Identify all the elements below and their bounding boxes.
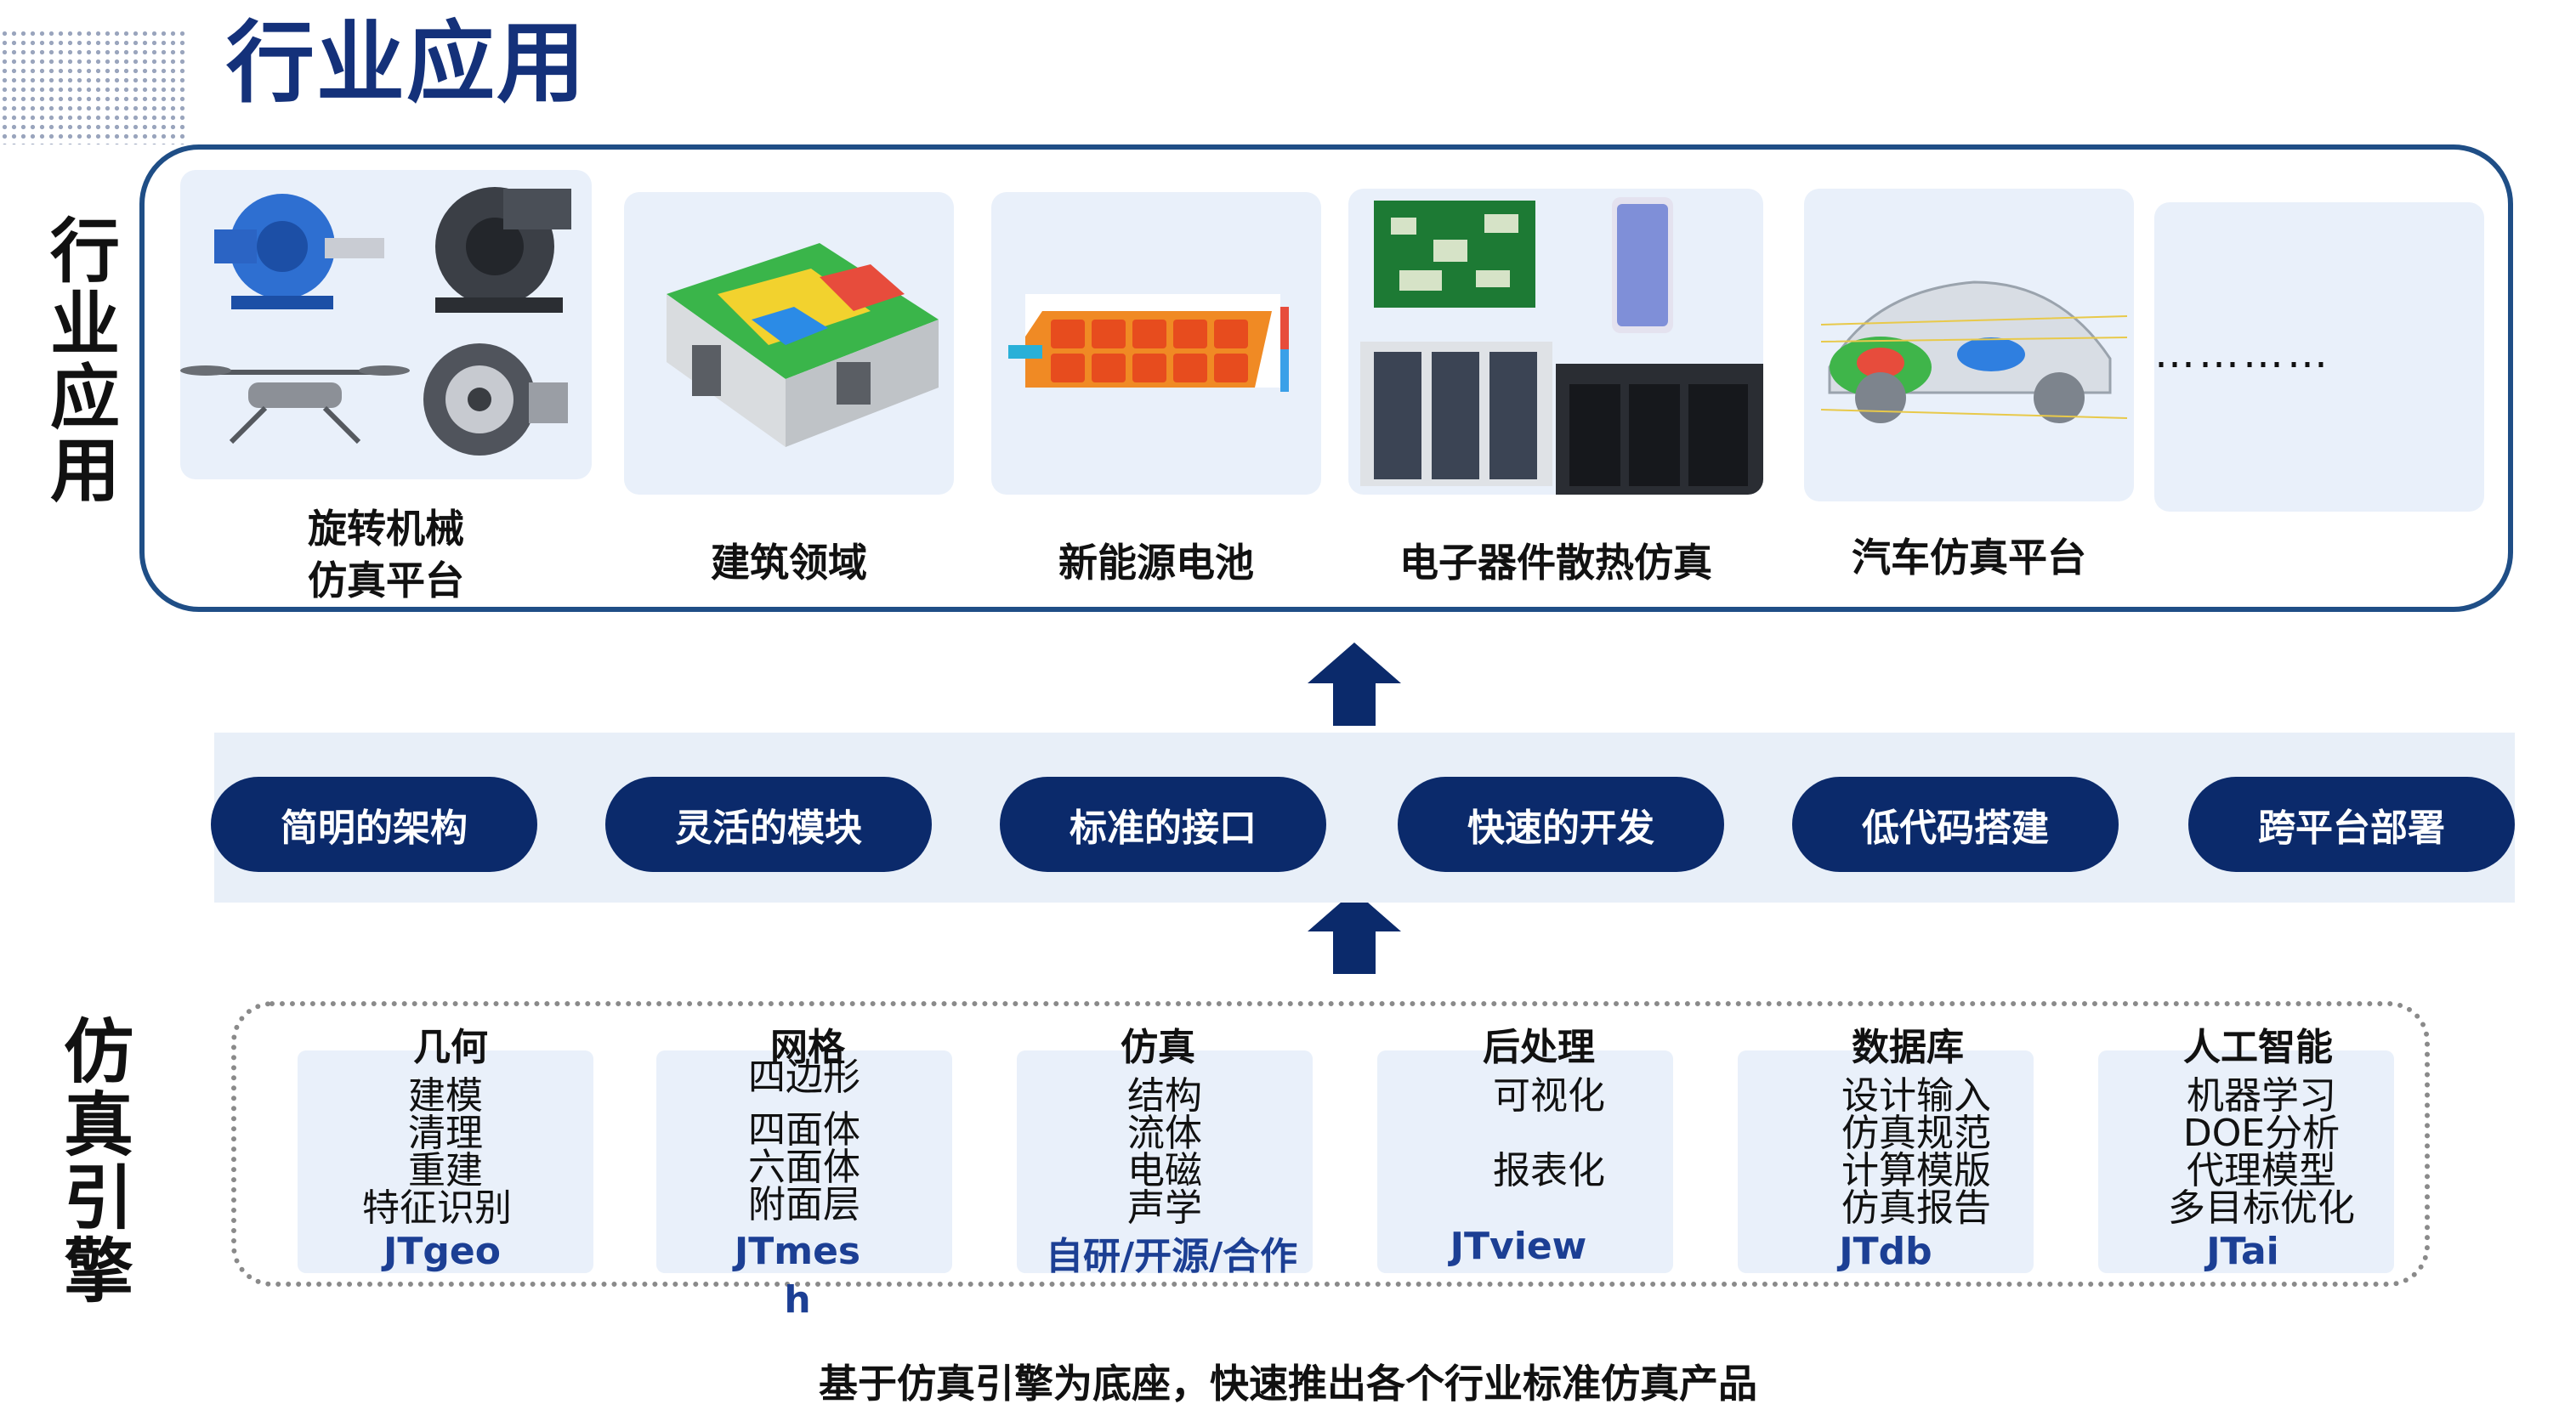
module-tile-postprocessing [1377, 1050, 1673, 1273]
module-product: JTmes h [670, 1227, 925, 1324]
module-title: 仿真 [1121, 1026, 1195, 1069]
module-item: 六面体 [748, 1146, 860, 1189]
module-items: 四边形 四面体 六面体 附面层 [656, 1059, 952, 1224]
rotating-machinery-image [180, 170, 592, 479]
module-item: 结构 [1127, 1074, 1202, 1118]
module-items: 建模 清理 重建 特征识别 [298, 1078, 593, 1227]
module-item: 机器学习 [2187, 1074, 2336, 1118]
module-product-line1: JTmes [734, 1230, 861, 1273]
module-item: 多目标优化 [2168, 1186, 2355, 1230]
app-label-battery: 新能源电池 [1058, 540, 1254, 586]
ellipsis-text: ………… [2154, 330, 2331, 377]
module-item: 代理模型 [2187, 1149, 2336, 1192]
module-title: 数据库 [1852, 1026, 1964, 1069]
feature-pill: 跨平台部署 [2188, 777, 2515, 872]
module-item: 流体 [1127, 1112, 1202, 1155]
blower-icon [435, 187, 571, 313]
module-product: JTai [2206, 1230, 2279, 1273]
module-items: 设计输入 仿真规范 计算模版 仿真报告 [1768, 1078, 2064, 1227]
side-label-engine: 仿真引擎 [63, 1012, 133, 1313]
module-item: 建模 [408, 1074, 483, 1118]
module-tile-database [1738, 1050, 2034, 1273]
module-tile-geometry [298, 1050, 593, 1273]
app-label-automotive: 汽车仿真平台 [1852, 535, 2086, 580]
app-label-rotating-machinery: 旋转机械 仿真平台 [180, 503, 592, 606]
automotive-image [1804, 189, 2134, 501]
module-item: 特征识别 [362, 1186, 512, 1230]
module-tile-mesh [656, 1050, 952, 1273]
architecture-image [624, 192, 954, 495]
module-item: 仿真报告 [1841, 1186, 1991, 1230]
feature-pill: 标准的接口 [1000, 777, 1326, 872]
electronics-cooling-image [1348, 189, 1763, 495]
module-product-line2: h [784, 1278, 811, 1322]
module-item: 清理 [408, 1112, 483, 1155]
module-product: 自研/开源/合作 [1046, 1235, 1298, 1278]
module-tile-simulation [1017, 1050, 1313, 1273]
module-item: 设计输入 [1841, 1074, 1991, 1118]
module-product: JTview [1450, 1225, 1587, 1268]
module-item: 四面体 [748, 1108, 860, 1152]
module-item: 重建 [408, 1149, 483, 1192]
module-product: JTdb [1839, 1230, 1932, 1273]
module-items: 机器学习 DOE分析 代理模型 多目标优化 [2114, 1078, 2409, 1227]
module-title: 人工智能 [2183, 1026, 2333, 1069]
side-label-industry: 行业应用 [49, 212, 120, 512]
up-arrow-icon [1308, 891, 1401, 974]
feature-pill: 简明的架构 [211, 777, 537, 872]
module-item: 声学 [1127, 1186, 1202, 1230]
module-title: 后处理 [1483, 1026, 1595, 1069]
battery-image [991, 192, 1321, 495]
module-item: 计算模版 [1841, 1149, 1991, 1192]
app-label-line2: 仿真平台 [308, 557, 464, 603]
features-band [214, 733, 2515, 903]
module-item: 可视化 [1493, 1074, 1605, 1118]
module-title: 几何 [413, 1026, 488, 1069]
app-label-electronics-cooling: 电子器件散热仿真 [1399, 540, 1712, 586]
app-label-architecture: 建筑领域 [711, 540, 867, 586]
drone-icon [180, 365, 410, 444]
module-tile-ai [2098, 1050, 2394, 1273]
compressor-icon [423, 343, 568, 456]
module-item: DOE分析 [2182, 1112, 2341, 1155]
module-item: 仿真规范 [1841, 1112, 1991, 1155]
app-label-line1: 旋转机械 [308, 506, 464, 552]
dot-grid-decoration [0, 29, 189, 144]
feature-pill: 快速的开发 [1398, 777, 1724, 872]
page-title: 行业应用 [226, 11, 587, 115]
up-arrow-icon [1308, 643, 1401, 726]
simulation-engine-frame [231, 1001, 2430, 1287]
pump-icon [214, 194, 384, 309]
footer-caption: 基于仿真引擎为底座，快速推出各个行业标准仿真产品 [819, 1361, 1757, 1407]
more-applications-tile: ………… [2154, 202, 2484, 512]
module-items: 结构 流体 电磁 声学 [1017, 1078, 1313, 1227]
module-title: 网格 [770, 1026, 845, 1069]
module-product: JTgeo [383, 1230, 501, 1273]
module-item: 四边形 [748, 1056, 860, 1099]
feature-pill: 灵活的模块 [605, 777, 932, 872]
feature-pill: 低代码搭建 [1792, 777, 2119, 872]
module-item: 报表化 [1493, 1149, 1605, 1192]
module-item: 电磁 [1127, 1149, 1202, 1192]
module-items: 可视化 报表化 [1401, 1078, 1697, 1190]
industry-applications-frame [139, 144, 2513, 612]
module-item: 附面层 [748, 1183, 860, 1226]
